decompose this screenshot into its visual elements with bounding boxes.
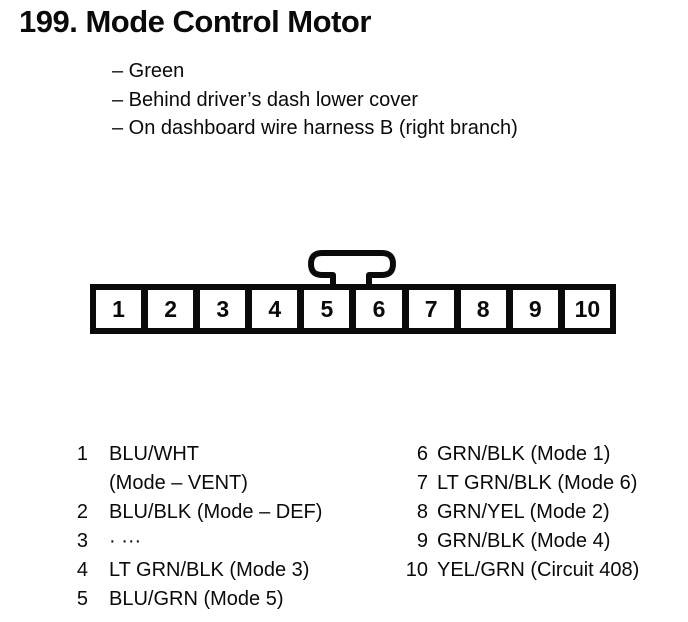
page-title: 199. Mode Control Motor bbox=[19, 4, 371, 39]
connector-pin-cell-1: 1 bbox=[96, 290, 142, 328]
connector-pin-cell-4: 4 bbox=[252, 290, 298, 328]
pinout-row-5: 5 BLU/GRN (Mode 5) bbox=[66, 585, 381, 614]
pin-label: YEL/GRN (Circuit 408) bbox=[437, 559, 640, 581]
pin-label: GRN/BLK (Mode 4) bbox=[437, 530, 611, 552]
connector-pin-cell-7: 7 bbox=[408, 290, 454, 328]
pin-number: 10 bbox=[405, 559, 428, 581]
pinout-row-6: 6 GRN/BLK (Mode 1) bbox=[396, 440, 688, 469]
pin-number: 2 bbox=[76, 501, 88, 523]
pin-label: BLU/GRN (Mode 5) bbox=[109, 588, 284, 610]
pin-label: GRN/BLK (Mode 1) bbox=[437, 443, 611, 465]
connector-pin-cell-10: 10 bbox=[564, 290, 610, 328]
pin-label: · ··· bbox=[109, 530, 142, 552]
connector-pin-cell-9: 9 bbox=[512, 290, 558, 328]
pinout-right-column: 6 GRN/BLK (Mode 1) 7 LT GRN/BLK (Mode 6)… bbox=[396, 440, 688, 585]
pin-label: BLU/BLK (Mode – DEF) bbox=[109, 501, 323, 523]
pin-label: BLU/WHT (Mode – VENT) bbox=[109, 443, 248, 494]
pin-number: 6 bbox=[416, 443, 428, 465]
pin-label: LT GRN/BLK (Mode 6) bbox=[437, 472, 638, 494]
pin-number: 3 bbox=[76, 530, 88, 552]
connector-pin-cell-2: 2 bbox=[148, 290, 194, 328]
pin-number: 4 bbox=[76, 559, 88, 581]
pinout-row-3: 3 · ··· bbox=[66, 527, 381, 556]
connector-pin-cell-6: 6 bbox=[356, 290, 402, 328]
pinout-row-8: 8 GRN/YEL (Mode 2) bbox=[396, 498, 688, 527]
pinout-row-4: 4 LT GRN/BLK (Mode 3) bbox=[66, 556, 381, 585]
pinout-row-9: 9 GRN/BLK (Mode 4) bbox=[396, 527, 688, 556]
pin-number: 1 bbox=[76, 443, 88, 465]
pinout-left-column: 1 BLU/WHT (Mode – VENT) 2 BLU/BLK (Mode … bbox=[66, 440, 381, 614]
pinout-row-2: 2 BLU/BLK (Mode – DEF) bbox=[66, 498, 381, 527]
pin-number: 5 bbox=[76, 588, 88, 610]
connector-pin-cell-3: 3 bbox=[200, 290, 246, 328]
connector-body: 1 2 3 4 5 6 7 8 9 10 bbox=[90, 284, 616, 334]
pinout-row-10: 10 YEL/GRN (Circuit 408) bbox=[396, 556, 688, 585]
pin-number: 8 bbox=[416, 501, 428, 523]
connector-pin-cell-8: 8 bbox=[460, 290, 506, 328]
connector-diagram: 1 2 3 4 5 6 7 8 9 10 bbox=[90, 250, 616, 334]
pin-number: 9 bbox=[416, 530, 428, 552]
pin-label: LT GRN/BLK (Mode 3) bbox=[109, 559, 310, 581]
pin-number: 7 bbox=[416, 472, 428, 494]
pinout-row-7: 7 LT GRN/BLK (Mode 6) bbox=[396, 469, 688, 498]
pin-label: GRN/YEL (Mode 2) bbox=[437, 501, 610, 523]
note-location: – Behind driver’s dash lower cover bbox=[112, 88, 419, 111]
note-harness: – On dashboard wire harness B (right bra… bbox=[112, 117, 518, 139]
location-notes: – Green – Behind driver’s dash lower cov… bbox=[112, 57, 518, 143]
connector-pin-cell-5: 5 bbox=[304, 290, 350, 328]
pinout-row-1: 1 BLU/WHT (Mode – VENT) bbox=[66, 440, 381, 498]
note-connector-color: – Green bbox=[112, 60, 185, 82]
